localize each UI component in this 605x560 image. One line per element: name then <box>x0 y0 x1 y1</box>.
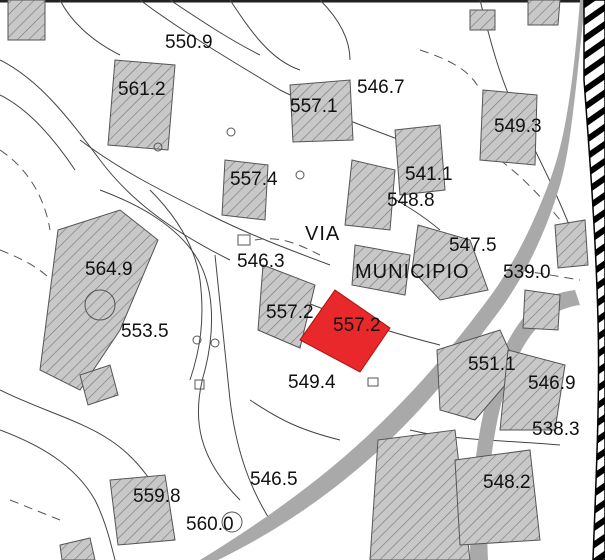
elevation-label: 546.9 <box>528 373 576 394</box>
elevation-label: 549.3 <box>494 116 542 137</box>
elevation-label: 548.8 <box>387 190 435 211</box>
elevation-label: 541.1 <box>405 164 453 185</box>
elevation-label: 538.3 <box>532 419 580 440</box>
elevation-label: 564.9 <box>85 259 133 280</box>
highlighted-parcel <box>299 289 391 373</box>
elevation-label: 548.2 <box>483 472 531 493</box>
elevation-label: 546.7 <box>357 77 405 98</box>
elevation-label: 551.1 <box>468 354 516 375</box>
railway <box>583 0 605 560</box>
elevation-label: 550.9 <box>165 32 213 53</box>
main-road <box>200 0 585 560</box>
elevation-label: 547.5 <box>449 235 497 256</box>
elevation-label: 557.1 <box>290 96 338 117</box>
elevation-label: 557.2 <box>333 315 381 336</box>
elevation-label: 561.2 <box>118 79 166 100</box>
elevation-label: 546.3 <box>237 251 285 272</box>
elevation-label: 557.4 <box>230 169 278 190</box>
elevation-label: 560.0 <box>186 514 234 535</box>
buildings <box>7 0 589 560</box>
elevation-label: 553.5 <box>121 321 169 342</box>
elevation-label: 549.4 <box>288 372 336 393</box>
elevation-label: 546.5 <box>250 469 298 490</box>
elevation-label: 557.2 <box>266 302 314 323</box>
street-name-via: VIA <box>305 223 341 245</box>
elevation-label: 559.8 <box>133 486 181 507</box>
map-symbols <box>84 127 379 533</box>
street-name-municipio: MUNICIPIO <box>355 261 470 283</box>
elevation-label: 539.0 <box>503 262 551 283</box>
